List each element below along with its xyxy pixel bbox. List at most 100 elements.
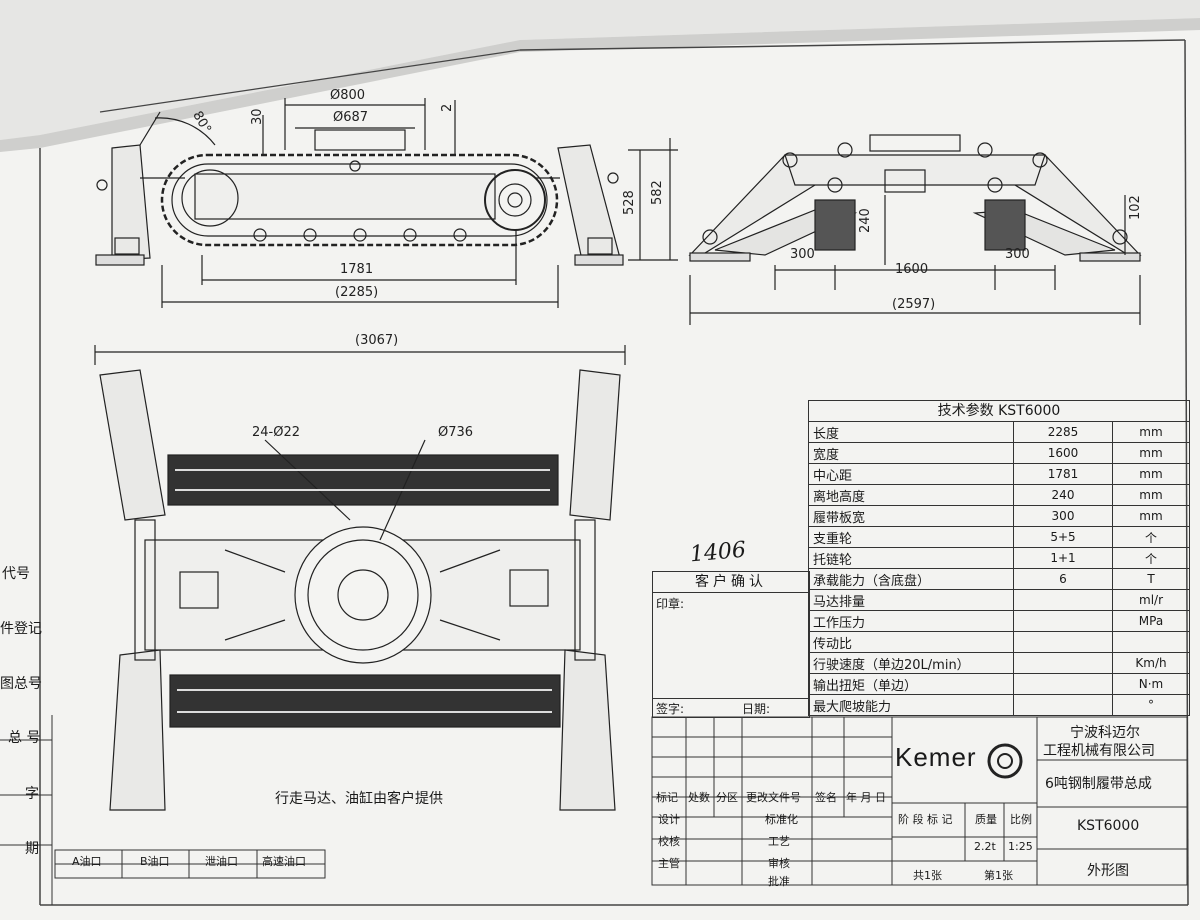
spec-unit: T <box>1112 568 1190 590</box>
dim-582: 582 <box>650 180 665 205</box>
dim-528: 528 <box>622 190 637 215</box>
spec-row: 输出扭矩（单边） N·m <box>808 673 1190 695</box>
weight-value: 2.2t <box>974 840 996 853</box>
customer-confirm-title: 客户确认 <box>652 571 810 593</box>
spec-value: 6 <box>1013 568 1113 590</box>
dim-2597: (2597) <box>892 297 936 312</box>
scale-value: 1:25 <box>1008 840 1033 853</box>
spec-name: 马达排量 <box>808 589 1014 611</box>
customer-date-label: 日期: <box>742 702 771 716</box>
left-col-code: 代号 <box>2 566 30 582</box>
dim-240: 240 <box>858 208 873 233</box>
spec-name: 宽度 <box>808 442 1014 464</box>
handwritten-note: 1406 <box>689 537 747 568</box>
spec-value: 1600 <box>1013 442 1113 464</box>
spec-unit: ° <box>1112 694 1190 716</box>
spec-row: 传动比 <box>808 631 1190 653</box>
dim-2285: (2285) <box>335 285 379 300</box>
spec-unit: mm <box>1112 463 1190 485</box>
dim-bolt-holes: 24-Ø22 <box>252 425 301 440</box>
spec-name: 托链轮 <box>808 547 1014 569</box>
dim-front-300-left: 300 <box>790 247 815 262</box>
spec-unit <box>1112 631 1190 653</box>
rev-file: 更改文件号 <box>746 791 801 804</box>
spec-value: 1781 <box>1013 463 1113 485</box>
spec-value <box>1013 589 1113 611</box>
spec-row: 马达排量 ml/r <box>808 589 1190 611</box>
spec-value <box>1013 673 1113 695</box>
dim-phi687: Ø687 <box>333 110 369 125</box>
spec-value: 300 <box>1013 505 1113 527</box>
rev-date: 年 月 日 <box>846 791 886 804</box>
role-standard: 标准化 <box>765 813 798 826</box>
spec-name: 最大爬坡能力 <box>808 694 1014 716</box>
spec-name: 离地高度 <box>808 484 1014 506</box>
spec-value: 1+1 <box>1013 547 1113 569</box>
dim-102: 102 <box>1128 195 1143 220</box>
spec-unit: mm <box>1112 421 1190 443</box>
dim-phi736: Ø736 <box>438 425 474 440</box>
spec-name: 输出扭矩（单边） <box>808 673 1014 695</box>
supply-note: 行走马达、油缸由客户提供 <box>275 791 443 807</box>
product-name: 6吨钢制履带总成 <box>1045 776 1152 792</box>
spec-value: 5+5 <box>1013 526 1113 548</box>
weight-label: 质量 <box>975 813 997 826</box>
spec-value: 2285 <box>1013 421 1113 443</box>
spec-value: 240 <box>1013 484 1113 506</box>
spec-value <box>1013 610 1113 632</box>
spec-unit: ml/r <box>1112 589 1190 611</box>
spec-name: 履带板宽 <box>808 505 1014 527</box>
spec-unit: N·m <box>1112 673 1190 695</box>
spec-name: 传动比 <box>808 631 1014 653</box>
dim-2: 2 <box>440 103 455 112</box>
spec-title: 技术参数 KST6000 <box>808 400 1190 422</box>
dim-front-1600: 1600 <box>895 262 929 277</box>
dim-front-300-right: 300 <box>1005 247 1030 262</box>
spec-unit: mm <box>1112 484 1190 506</box>
stage-label: 阶 段 标 记 <box>898 813 953 826</box>
role-process: 工艺 <box>768 835 790 848</box>
left-col-date: 期 <box>25 841 39 857</box>
sheet-number: 第1张 <box>984 869 1013 882</box>
spec-name: 承载能力（含底盘） <box>808 568 1014 590</box>
sheet-total: 共1张 <box>913 869 942 882</box>
dim-1781: 1781 <box>340 262 374 277</box>
side-view <box>95 98 678 308</box>
rev-zone: 分区 <box>716 791 738 804</box>
title-block-grid <box>0 715 1188 905</box>
spec-unit: MPa <box>1112 610 1190 632</box>
spec-name: 工作压力 <box>808 610 1014 632</box>
model-number: KST6000 <box>1077 818 1140 834</box>
port-drain: 泄油口 <box>205 855 238 868</box>
kemer-logo: Kemer <box>895 742 977 772</box>
spec-name: 长度 <box>808 421 1014 443</box>
rev-sign: 签名 <box>815 791 837 804</box>
front-view <box>688 134 1142 325</box>
role-approve: 批准 <box>768 875 790 888</box>
spec-name: 支重轮 <box>808 526 1014 548</box>
dim-phi800: Ø800 <box>330 88 366 103</box>
role-design: 设计 <box>658 813 680 826</box>
spec-row: 最大爬坡能力 ° <box>808 694 1190 716</box>
customer-sign-label: 签字: <box>656 702 685 716</box>
role-review: 审核 <box>768 857 790 870</box>
role-manager: 主管 <box>658 857 680 870</box>
spec-name: 中心距 <box>808 463 1014 485</box>
spec-row: 工作压力 MPa <box>808 610 1190 632</box>
spec-unit: mm <box>1112 442 1190 464</box>
left-col-drawing-no: 图总号 <box>0 676 42 692</box>
spec-unit: mm <box>1112 505 1190 527</box>
company-name-1: 宁波科迈尔 <box>1070 725 1140 741</box>
gear-logo-icon <box>987 743 1023 779</box>
left-col-char: 字 <box>25 786 39 802</box>
spec-value <box>1013 631 1113 653</box>
scale-label: 比例 <box>1010 813 1032 826</box>
